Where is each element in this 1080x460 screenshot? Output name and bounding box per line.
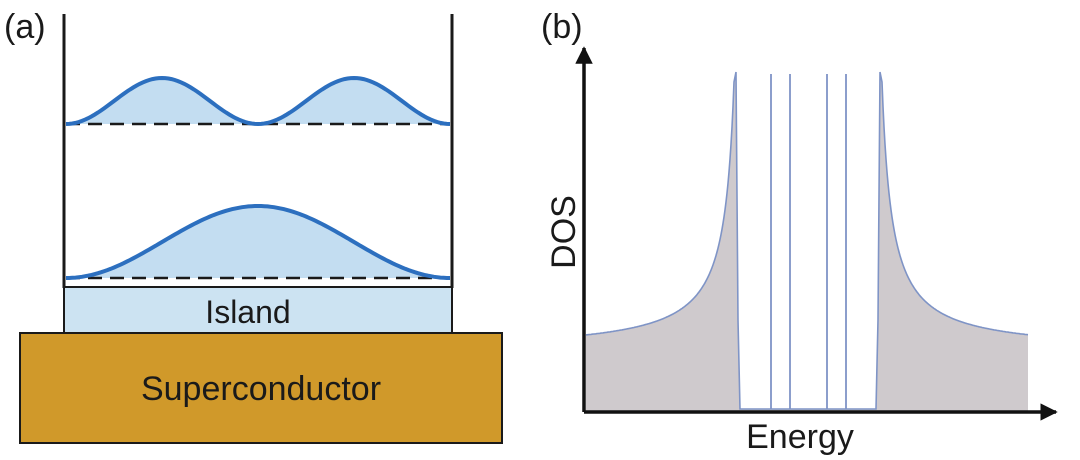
x-axis-label: Energy (746, 418, 854, 456)
dos-filled-area (586, 72, 1028, 412)
excited-state-wave-curve (65, 75, 451, 127)
panel-b-label: (b) (541, 8, 583, 46)
island-label: Island (205, 294, 290, 330)
superconductor-block (19, 332, 503, 444)
superconductor-label: Superconductor (141, 370, 381, 408)
ground-state-wave-fill (66, 206, 450, 278)
panel-a-label: (a) (4, 8, 46, 46)
excited-state-wave-fill (66, 78, 450, 124)
panel-a: (a) Superconductor Island (4, 8, 503, 444)
y-axis-label: DOS (545, 195, 583, 269)
bound-state-peaks (770, 74, 847, 409)
island-block (63, 286, 453, 334)
panel-b: (b) DOS Energy (541, 8, 1058, 456)
dos-curve (585, 71, 1029, 410)
ground-state-wave-curve (66, 204, 450, 280)
